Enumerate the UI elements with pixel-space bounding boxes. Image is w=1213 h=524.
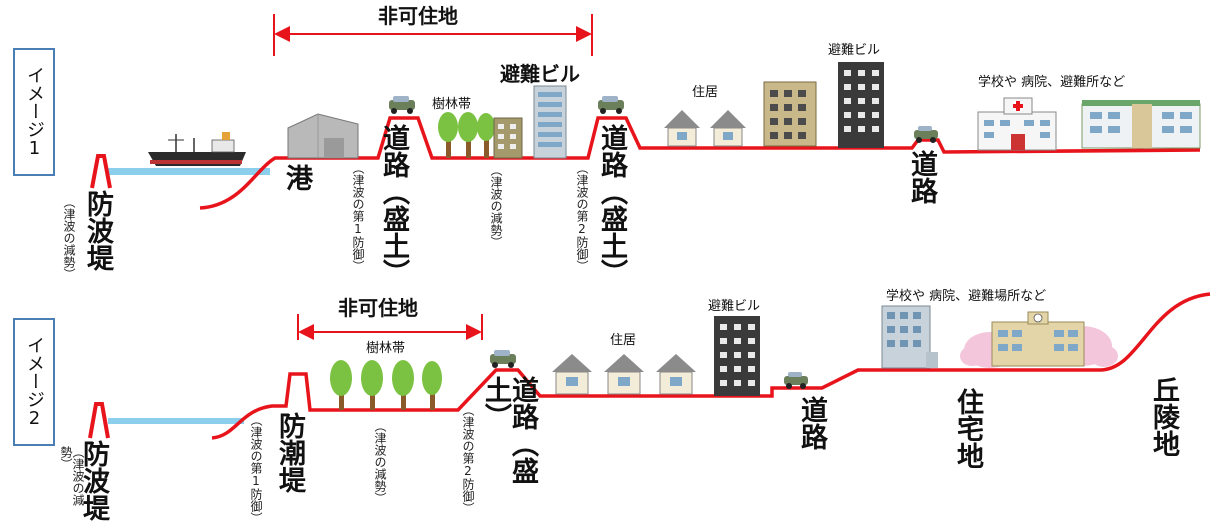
breakwater-label-2: 防波堤 bbox=[78, 440, 109, 521]
warehouse bbox=[287, 113, 359, 159]
image2-label: イメージ2 bbox=[24, 335, 45, 429]
evacuation-building-1 bbox=[533, 85, 567, 159]
housing-label-2: 住居 bbox=[610, 333, 637, 348]
road-note-2: （津波の第2防御） bbox=[461, 404, 475, 514]
breakwater-1 bbox=[90, 154, 112, 189]
small-building-1 bbox=[493, 117, 523, 159]
schools-label-2: 学校や 病院、避難場所など bbox=[886, 289, 1047, 304]
breakwater-note-2: （津波の減勢） bbox=[59, 446, 85, 506]
residential-label: 住宅地 bbox=[952, 388, 983, 469]
road-embankment-2-label: 道路（盛土） bbox=[596, 124, 627, 286]
road-label-2: 道路 bbox=[796, 396, 827, 450]
hospital-2 bbox=[881, 305, 938, 369]
non-residential-title-1: 非可住地 bbox=[378, 4, 458, 28]
road-embankment-label-2: 道路（盛土） bbox=[480, 376, 538, 484]
image1-label-box: イメージ1 bbox=[13, 48, 55, 176]
image1-diagram bbox=[90, 14, 1201, 210]
apartment-1 bbox=[763, 81, 817, 147]
car-3 bbox=[914, 126, 938, 143]
car-5 bbox=[784, 372, 808, 389]
breakwater-label-1: 防波堤 bbox=[82, 190, 113, 271]
houses-1 bbox=[664, 110, 746, 147]
image2-diagram bbox=[88, 292, 1211, 440]
forest-note-2: （津波の減勢） bbox=[373, 420, 387, 504]
evac-building-3-label: 避難ビル bbox=[708, 299, 761, 314]
school-1 bbox=[1081, 100, 1201, 149]
evacuation-building-3 bbox=[714, 316, 760, 396]
seawall-label: 防潮堤 bbox=[274, 412, 305, 493]
ship bbox=[148, 132, 246, 166]
forest-label-2: 樹林帯 bbox=[366, 341, 406, 356]
schools-label-1: 学校や 病院、避難所など bbox=[978, 75, 1126, 90]
non-residential-title-2: 非可住地 bbox=[338, 296, 418, 320]
forest-note-1: （津波の減勢） bbox=[489, 164, 503, 248]
image1-label: イメージ1 bbox=[24, 65, 45, 159]
road-embankment-1-label: 道路（盛土） bbox=[378, 124, 409, 286]
breakwater-note-1: （津波の減勢） bbox=[62, 196, 76, 280]
terrain-line-1 bbox=[199, 116, 1201, 210]
forest-trees-1 bbox=[438, 112, 495, 158]
evac-building-2-label: 避難ビル bbox=[828, 43, 881, 58]
sea-water-2 bbox=[108, 418, 244, 424]
terrain-line-2 bbox=[211, 292, 1211, 440]
forest-label-1: 樹林帯 bbox=[432, 97, 472, 112]
housing-label-1: 住居 bbox=[692, 85, 719, 100]
car-2 bbox=[598, 96, 624, 114]
breakwater-2 bbox=[88, 402, 110, 439]
houses-2 bbox=[552, 354, 696, 395]
car-4 bbox=[490, 350, 516, 368]
road-2-note: （津波の第2防御） bbox=[575, 162, 589, 272]
evac-building-1-label: 避難ビル bbox=[500, 62, 580, 86]
road-1-note: （津波の第1防御） bbox=[351, 162, 365, 272]
forest-trees-2 bbox=[330, 360, 442, 410]
hill-label: 丘陵地 bbox=[1148, 376, 1179, 457]
road-label-1: 道路 bbox=[906, 150, 937, 204]
school-2 bbox=[960, 311, 1118, 368]
evacuation-building-2 bbox=[838, 62, 884, 148]
hospital-1 bbox=[977, 97, 1057, 151]
port-label: 港 bbox=[286, 164, 313, 195]
sea-water-1 bbox=[108, 168, 270, 175]
seawall-note: （津波の第1防御） bbox=[249, 414, 263, 524]
image2-label-box: イメージ2 bbox=[13, 318, 55, 446]
car-1 bbox=[389, 96, 415, 114]
